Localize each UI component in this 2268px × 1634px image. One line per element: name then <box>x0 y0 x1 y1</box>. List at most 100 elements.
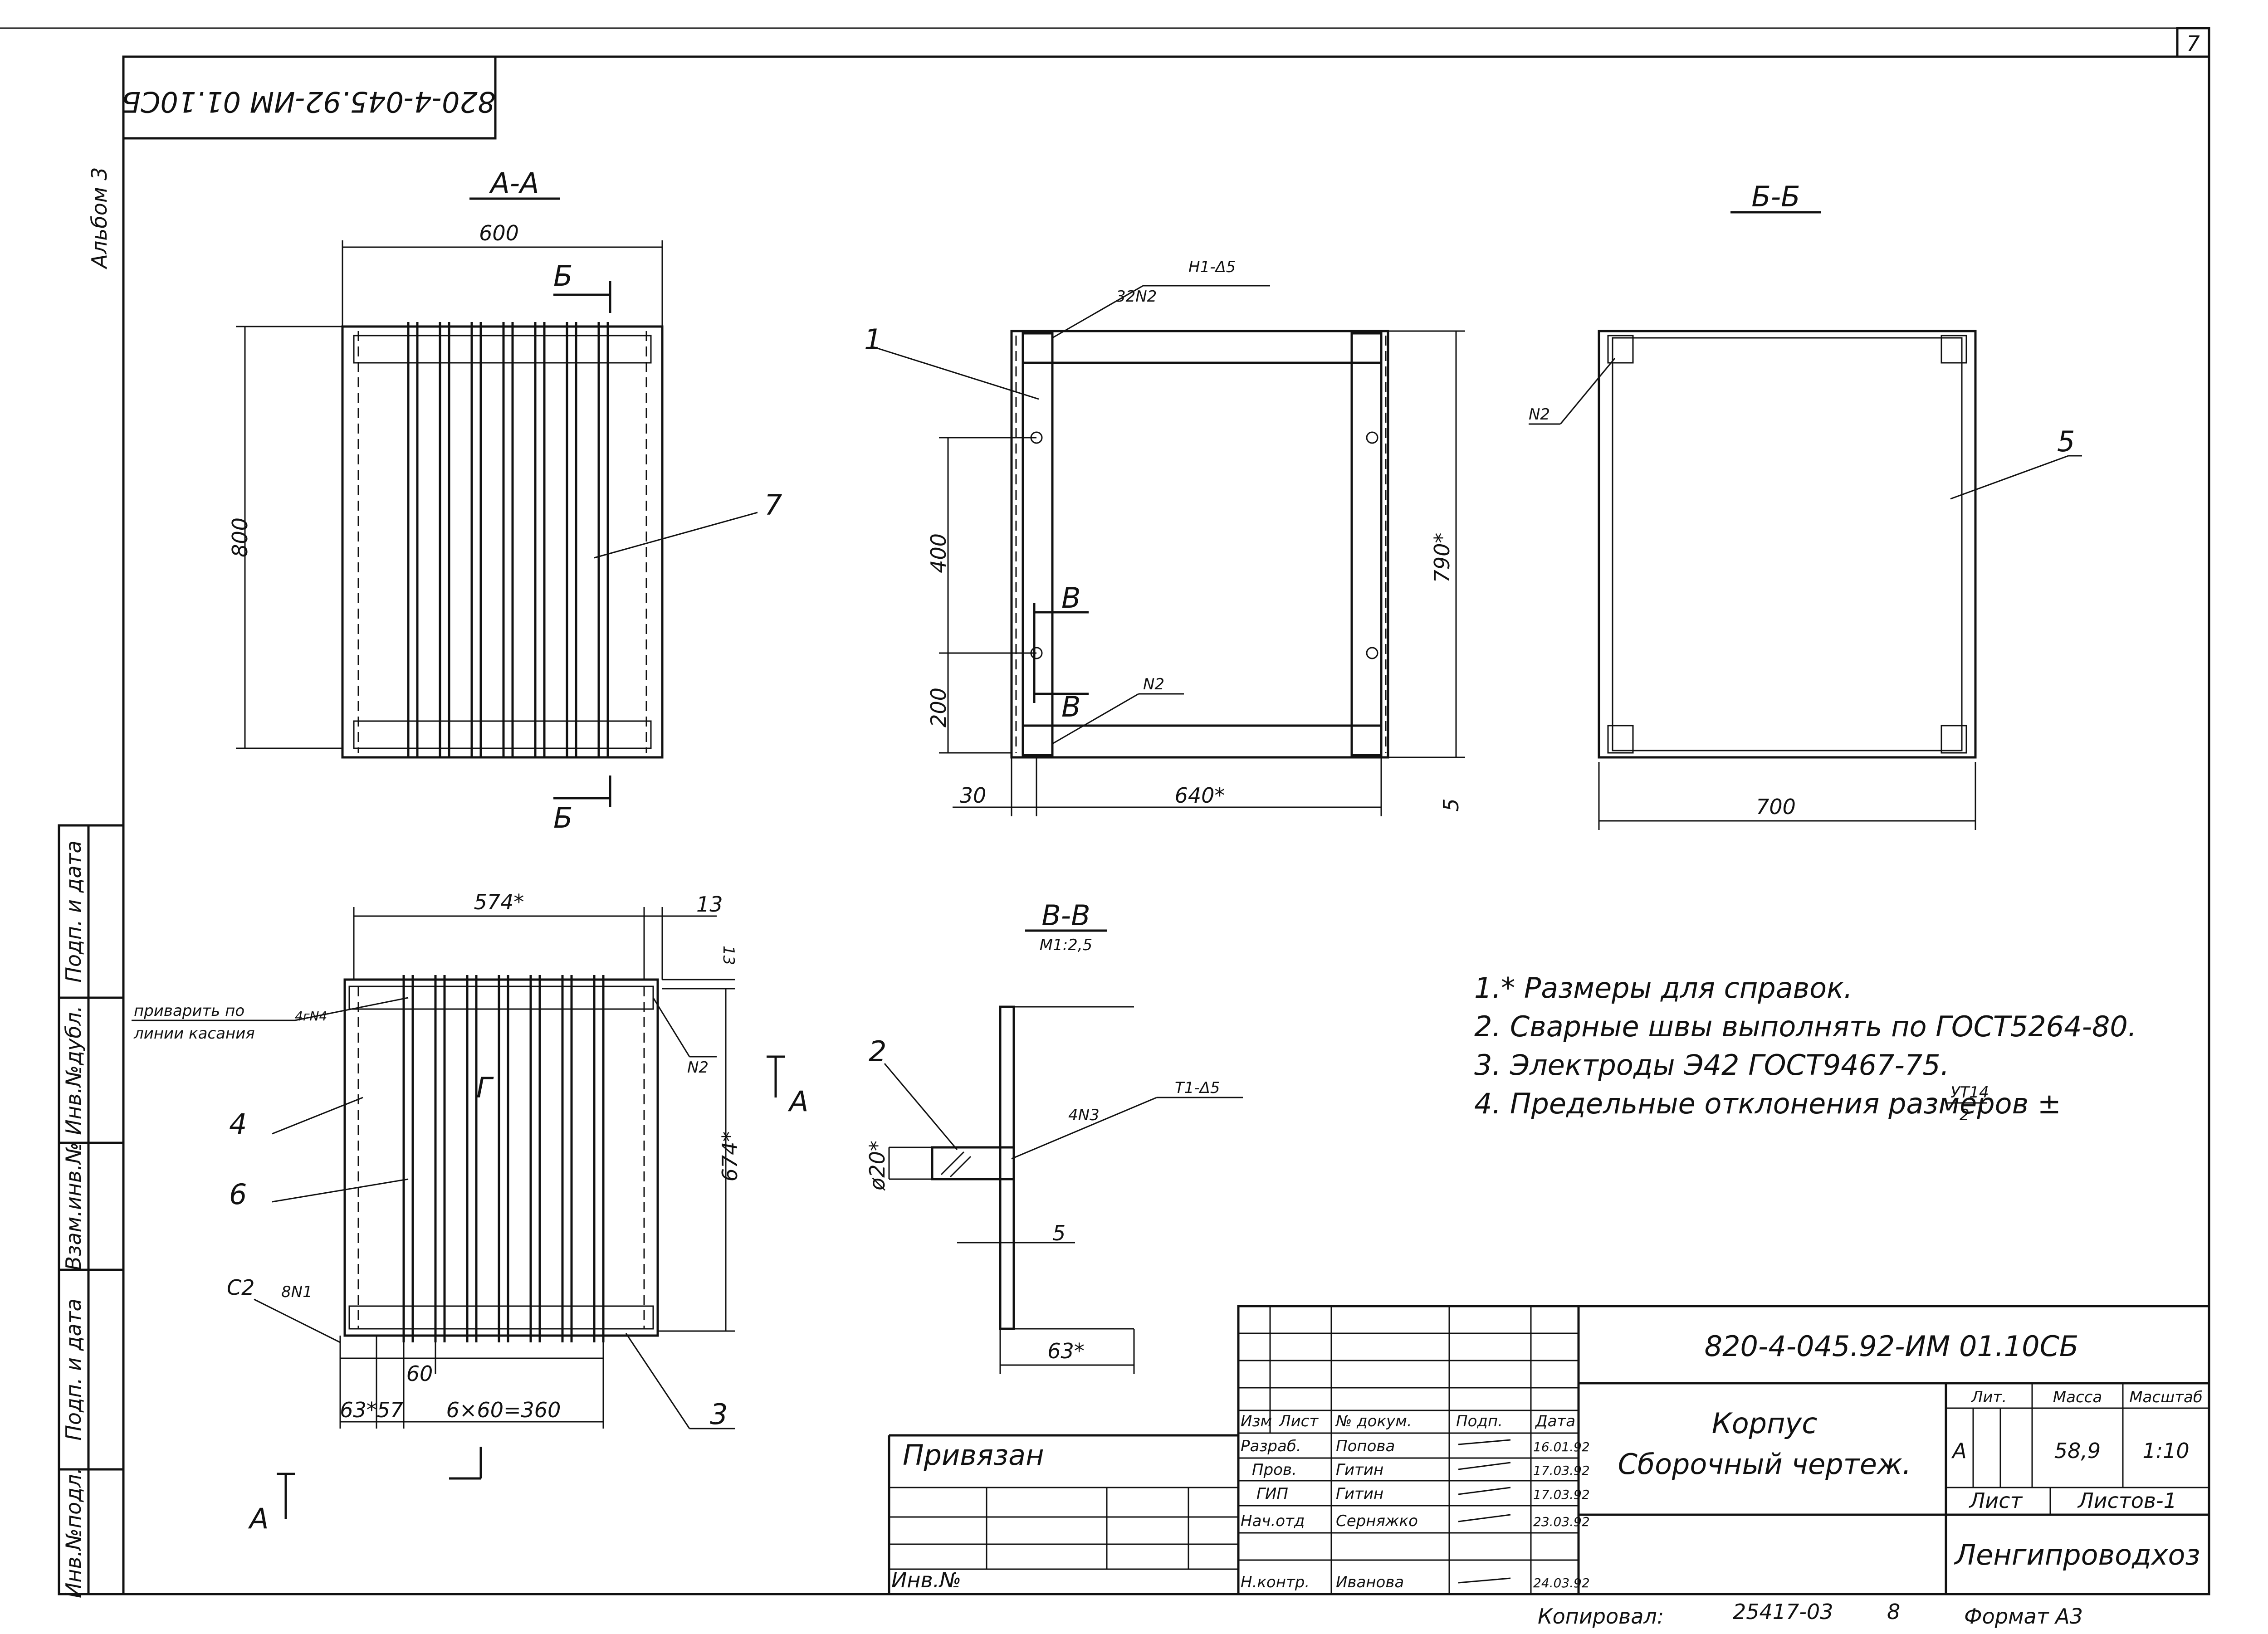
vv-item-2: 2 <box>869 1035 886 1068</box>
plan-weld-note-1: приварить по <box>134 1002 244 1020</box>
row5-name: Иванова <box>1336 1573 1404 1591</box>
footer-sheet: 8 <box>1887 1600 1900 1624</box>
tb-sheet-label: Лист <box>1969 1488 2023 1513</box>
footer-format: Формат А3 <box>1964 1604 2083 1629</box>
tb-lit: А <box>1951 1439 1966 1463</box>
bb-weld-n2: N2 <box>1529 405 1550 424</box>
plan-item-4: 4 <box>229 1107 247 1141</box>
strip-label-1: Подп. и дата <box>61 840 86 982</box>
row2-role: Пров. <box>1252 1461 1297 1479</box>
side-body <box>1010 330 1389 759</box>
row2-date: 17.03.92 <box>1533 1463 1590 1478</box>
top-stamp-box <box>122 55 497 140</box>
footer-copied: Копировал: <box>1538 1604 1664 1629</box>
vv-dim-63: 63* <box>1047 1339 1085 1363</box>
footer-copy-no: 25417-03 <box>1733 1600 1833 1624</box>
row4-name: Серняжко <box>1336 1512 1418 1530</box>
side-dim-400: 400 <box>926 533 951 573</box>
strip-label-2: Инв.№дубл. <box>61 1005 86 1135</box>
plan-dim-60: 60 <box>406 1361 433 1386</box>
strip-label-3: Взам.инв.№ <box>61 1142 86 1270</box>
plan-item-3: 3 <box>710 1398 728 1431</box>
tb-name-1: Корпус <box>1712 1407 1818 1440</box>
note-3: 3. Электроды Э42 ГОСТ9467-75. <box>1474 1049 1949 1082</box>
side-weld-top2: Н1-Δ5 <box>1188 258 1236 276</box>
side-weld-top: 32N2 <box>1116 288 1157 306</box>
strip-label-5: Инв.№подл. <box>61 1468 86 1598</box>
side-cut-v-bottom: В <box>1061 690 1081 723</box>
vv-weld-t1: Т1-Δ5 <box>1175 1079 1220 1097</box>
main-frame <box>122 55 2210 1595</box>
row4-date: 23.03.92 <box>1533 1514 1590 1529</box>
row5-role: Н.контр. <box>1241 1573 1310 1591</box>
bb-body <box>1598 330 1977 759</box>
notes: 1.* Размеры для справок. 2. Сварные швы … <box>1474 971 2137 1124</box>
album-label: Альбом 3 <box>87 167 112 269</box>
view-side: 1 32N2 Н1-Δ5 400 200 30 640* 790* 5 N2 В… <box>864 258 1465 816</box>
plan-dim-13b: 13 <box>719 946 738 965</box>
side-strip <box>58 824 125 1595</box>
view-vv: В-В М1:2,5 2 4N3 Т1-Δ5 ø20* 5 63* <box>865 899 1243 1374</box>
view-aa: А-А 600 800 7 Б Б <box>228 166 782 834</box>
privyazan: Привязан <box>903 1439 1044 1472</box>
plan-dim-63: 63* <box>340 1398 377 1422</box>
tb-lit-label: Лит. <box>1970 1388 2007 1406</box>
plan-weld-n2: N2 <box>687 1058 709 1077</box>
vv-dim-5: 5 <box>1052 1221 1066 1245</box>
side-item-1: 1 <box>864 323 882 356</box>
aa-rods <box>407 322 609 757</box>
aa-item-7: 7 <box>764 488 782 522</box>
plan-body <box>343 978 659 1337</box>
plan-dim-57: 57 <box>377 1398 404 1422</box>
side-dim-640: 640* <box>1175 783 1225 808</box>
row1-role: Разраб. <box>1241 1437 1301 1455</box>
plan-dim-13a: 13 <box>696 892 723 917</box>
vv-weld-4n3: 4N3 <box>1068 1106 1100 1124</box>
row1-name: Попова <box>1336 1437 1395 1455</box>
tolerance-num: УТ14 <box>1950 1083 1989 1102</box>
note-2: 2. Сварные швы выполнять по ГОСТ5264-80. <box>1474 1010 2137 1043</box>
strip-label-4: Подп. и дата <box>61 1298 86 1440</box>
bb-item-5: 5 <box>2057 425 2075 458</box>
vv-dia-20: ø20* <box>865 1141 890 1191</box>
plan-weld-note-3: 4гN4 <box>295 1009 327 1024</box>
row4-role: Нач.отд <box>1241 1512 1305 1530</box>
row1-date: 16.01.92 <box>1533 1439 1590 1454</box>
side-dim-200: 200 <box>926 688 951 727</box>
side-weld-n2: N2 <box>1143 675 1164 693</box>
row3-name: Гитин <box>1336 1485 1383 1503</box>
tb-code: 820-4-045.92-ИМ 01.10СБ <box>1705 1330 2079 1363</box>
section-bb-title: Б-Б <box>1751 180 1800 213</box>
tb-name-2: Сборочный чертеж. <box>1618 1448 1911 1481</box>
section-vv-scale: М1:2,5 <box>1040 936 1093 954</box>
vv-plate <box>999 1005 1015 1330</box>
side-dim-30: 30 <box>960 783 987 808</box>
row2-name: Гитин <box>1336 1461 1383 1479</box>
tb-mass-label: Масса <box>2053 1388 2102 1406</box>
plan-dim-674: 674* <box>718 1132 742 1182</box>
row5-date: 24.03.92 <box>1533 1575 1590 1590</box>
plan-corner-g: Г <box>476 1071 494 1104</box>
section-vv-title: В-В <box>1041 899 1090 932</box>
top-stamp: 820-4-045.92-ИМ 01.10СБ <box>122 85 496 118</box>
plan-cut-a-left: А <box>248 1502 269 1535</box>
title-block: Привязан Инв.№ Изм Лист № докум. Подп. Д… <box>888 1305 2210 1595</box>
vv-pin <box>931 1146 1015 1180</box>
aa-dim-width: 600 <box>479 221 519 245</box>
side-dim-5: 5 <box>1439 798 1463 811</box>
view-plan: 574* 13 13 674* приварить по линии касан… <box>132 890 808 1535</box>
footer: Копировал: 25417-03 8 Формат А3 <box>1538 1600 2083 1629</box>
th-doc: № докум. <box>1335 1412 1412 1430</box>
tb-scale: 1:10 <box>2142 1439 2189 1463</box>
tb-sheets-label: Листов-1 <box>2077 1488 2177 1513</box>
plan-n1: 8N1 <box>281 1283 313 1301</box>
plan-dim-574: 574* <box>474 890 524 914</box>
plan-item-6: 6 <box>229 1178 247 1211</box>
tb-org: Ленгипроводхоз <box>1954 1538 2200 1571</box>
tolerance-den: 2 <box>1960 1106 1970 1124</box>
th-date: Дата <box>1535 1412 1575 1430</box>
sheet-number: 7 <box>2186 31 2200 56</box>
row3-date: 17.03.92 <box>1533 1487 1590 1502</box>
aa-dim-height: 800 <box>228 517 252 557</box>
